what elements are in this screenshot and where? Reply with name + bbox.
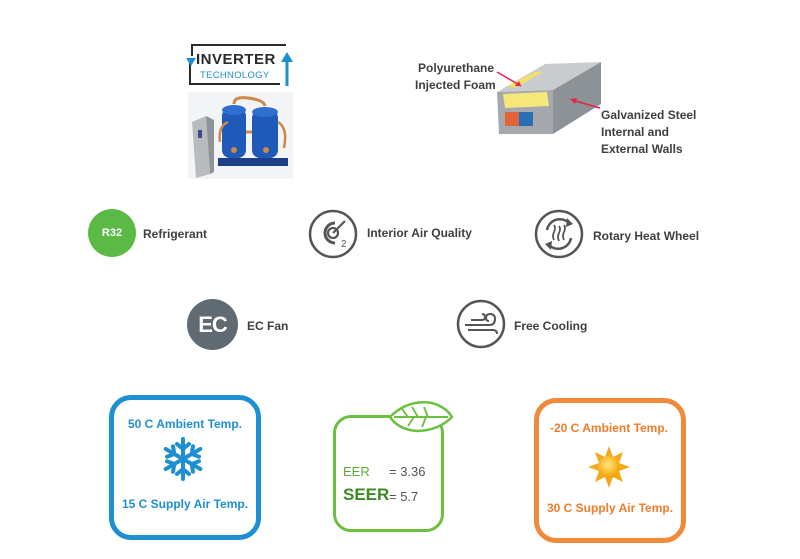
walls-pointer-icon [566,96,602,112]
heating-ambient-text: -20 C Ambient Temp. [550,421,669,435]
foam-pointer-icon [495,70,525,90]
refrigerant-label: Refrigerant [143,227,208,241]
foam-label-1: Polyurethane [418,61,495,75]
r32-badge: R32 [88,209,136,257]
heat-wheel-label: Rotary Heat Wheel [593,229,700,243]
heating-box [534,398,686,543]
eer-label: EER [343,464,370,479]
cooling-box [109,395,261,540]
heat-wheel-icon [533,208,585,260]
free-cooling-label: Free Cooling [514,319,588,333]
seer-label: SEER [343,485,390,504]
cooling-supply-text: 15 C Supply Air Temp. [122,497,249,511]
free-cooling-icon [455,298,507,350]
eer-value: = 3.36 [389,464,426,479]
leaf-icon [386,397,454,435]
panel-cross-section [497,56,601,134]
inverter-frame-icon [186,44,293,86]
air-quality-label: Interior Air Quality [367,226,472,240]
seer-value: = 5.7 [389,489,419,504]
heating-supply-text: 30 C Supply Air Temp. [547,501,674,515]
ec-fan-label: EC Fan [247,319,289,333]
snowflake-icon [160,436,206,482]
inverter-title: INVERTER [196,51,276,68]
walls-label-3: External Walls [601,142,683,156]
co2-icon: 2 [307,208,359,260]
efficiency-box [333,415,444,532]
inverter-subtitle: TECHNOLOGY [200,70,270,81]
svg-text:2: 2 [341,239,347,250]
compressor-image [188,92,293,179]
inverter-logo [186,42,298,90]
ec-badge: EC [187,299,238,350]
cooling-ambient-text: 50 C Ambient Temp. [128,417,243,431]
walls-label-1: Galvanized Steel [601,108,697,122]
sun-icon [587,445,631,489]
walls-label-2: Internal and [601,125,670,139]
foam-label-2: Injected Foam [415,78,496,92]
